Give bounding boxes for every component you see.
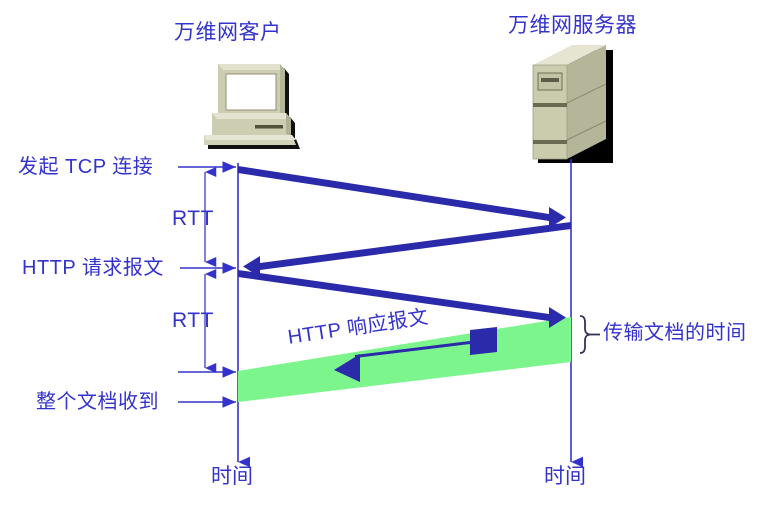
measure-label-rtt-1: RTT [172,207,214,230]
server-title: 万维网服务器 [508,14,637,37]
tcp-ack-arrow [243,222,571,277]
event-label-http-request: HTTP 请求报文 [22,257,164,279]
transfer-time-brace [579,315,600,354]
http-request-arrow [238,270,566,328]
measure-label-rtt-2: RTT [172,309,214,332]
measure-label-transfer-time: 传输文档的时间 [603,322,747,344]
event-label-tcp-init: 发起 TCP 连接 [18,156,154,178]
server-time-axis-label: 时间 [544,465,586,488]
client-title: 万维网客户 [174,21,282,44]
http-response-bulk-arrow [334,327,497,382]
event-label-doc-received: 整个文档收到 [36,391,159,413]
desktop-computer-icon [204,64,300,149]
server-tower-icon [532,45,613,163]
tcp-connect-arrow [238,166,566,228]
client-time-axis-label: 时间 [211,465,253,488]
